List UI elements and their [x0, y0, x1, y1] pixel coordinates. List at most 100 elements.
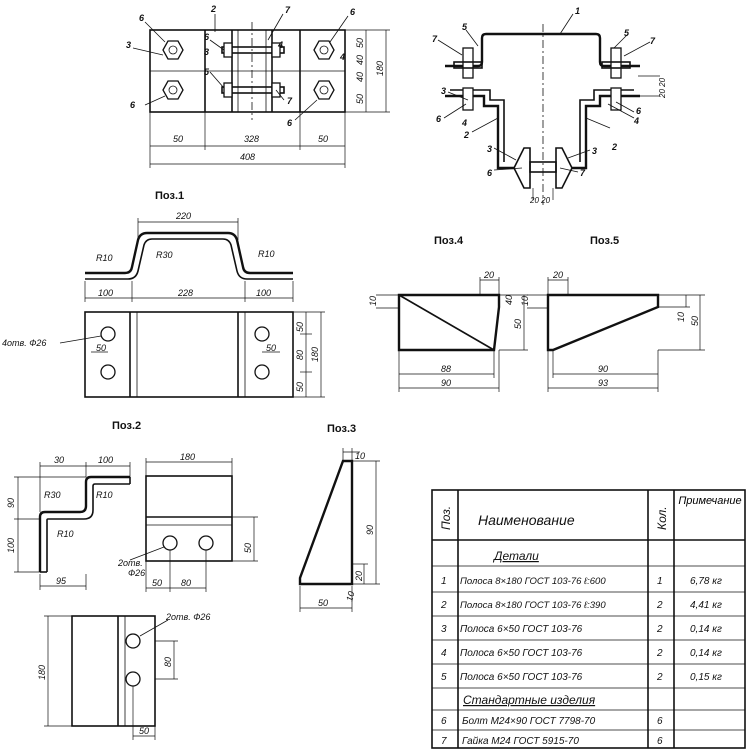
pos5-part: 20 10 10 50 90 93 — [520, 270, 705, 392]
pos1-dim-228: 228 — [177, 288, 193, 298]
dim-plan-r50a: 50 — [355, 38, 365, 48]
spec-section-details: Детали — [492, 549, 539, 563]
spec-header-name: Наименование — [478, 512, 575, 528]
callout-section-3b: 3 — [487, 144, 492, 154]
spec-header-qty: Кол. — [655, 506, 669, 530]
callout-plan-7b: 7 — [287, 96, 293, 106]
pos5-dim-90: 90 — [598, 364, 608, 374]
callout-plan-7: 7 — [285, 5, 291, 15]
callout-section-3a: 3 — [441, 86, 446, 96]
spec-row-qty: 6 — [657, 736, 663, 747]
pos2-dim-v100: 100 — [6, 538, 16, 553]
callout-section-5b: 5 — [624, 28, 630, 38]
callout-plan-6a: 6 — [139, 13, 145, 23]
pos2-dim-v50: 50 — [243, 543, 253, 553]
callout-section-7c: 7 — [580, 168, 586, 178]
spec-row-qty: 2 — [656, 672, 663, 683]
pos4-part: 20 10 40 50 88 90 — [368, 270, 528, 392]
spec-row-name: Полоса 6×50 ГОСТ 103-76 — [460, 648, 583, 659]
spec-row-qty: 1 — [657, 576, 663, 587]
pos5-dim-10: 10 — [520, 296, 530, 306]
caption-pos3: Поз.3 — [327, 423, 356, 435]
caption-pos4: Поз.4 — [434, 235, 464, 247]
pos3-dim-10: 10 — [355, 451, 365, 461]
spec-row-name: Гайка М24 ГОСТ 5915-70 — [462, 736, 579, 747]
spec-row-qty: 6 — [657, 716, 663, 727]
bolt-head-hex-icon — [162, 40, 184, 60]
pos4-dim-40: 40 — [504, 295, 514, 305]
pos5-dim-v10: 10 — [676, 312, 686, 322]
dim-plan-r50b: 50 — [355, 94, 365, 104]
spec-header-pos: Поз. — [439, 506, 453, 530]
pos3-dim-10b: 10 — [344, 590, 356, 602]
callout-section-6c: 6 — [487, 168, 493, 178]
pos2-dim-180: 180 — [180, 452, 195, 462]
spec-row-pos: 3 — [441, 624, 447, 635]
pos1-dim-v50a: 50 — [295, 322, 305, 332]
pos4-dim-88: 88 — [441, 364, 451, 374]
callout-section-1: 1 — [575, 6, 580, 16]
spec-row: 3 Полоса 6×50 ГОСТ 103-76 2 0,14 кг — [441, 624, 722, 635]
callout-plan-2: 2 — [210, 4, 216, 14]
spec-row-note: 6,78 кг — [690, 576, 722, 587]
bolt-head-hex-icon — [313, 80, 335, 100]
pos2-dim-80: 80 — [181, 578, 191, 588]
pos1-dim-100a: 100 — [98, 288, 113, 298]
pos1-part: 220 R30 R10 R10 100 228 100 4отв. Ф26 50… — [2, 211, 325, 398]
spec-row-pos: 1 — [441, 576, 447, 587]
spec-row: 5 Полоса 6×50 ГОСТ 103-76 2 0,15 кг — [441, 672, 722, 683]
callout-section-6b: 6 — [636, 106, 642, 116]
spec-row-pos: 2 — [440, 600, 447, 611]
pos1-dim-r10b: R10 — [258, 249, 275, 259]
pos1-dim-100b: 100 — [256, 288, 271, 298]
dim-plan-50-left: 50 — [173, 134, 183, 144]
pos2-dim-r10b: R10 — [57, 529, 74, 539]
callout-section-3c: 3 — [592, 146, 597, 156]
spec-row: 6 Болт М24×90 ГОСТ 7798-70 6 — [441, 716, 663, 727]
pos2-dim-90: 90 — [6, 498, 16, 508]
pos2-dim-100: 100 — [98, 455, 113, 465]
callout-plan-6d: 6 — [130, 100, 136, 110]
pos2-dim-30: 30 — [54, 455, 64, 465]
spec-row-qty: 2 — [656, 600, 663, 611]
pos1-dim-v180: 180 — [310, 347, 320, 362]
pos1-holes-label: 4отв. Ф26 — [2, 338, 46, 348]
spec-row-note: 4,41 кг — [690, 600, 722, 611]
spec-row-pos: 5 — [441, 672, 447, 683]
assembly-section-view: 20 20 20 20 1 5 7 5 7 3 2 6 4 4 6 2 3 6 … — [432, 6, 667, 205]
spec-row-name: Полоса 6×50 ГОСТ 103-76 — [460, 624, 583, 635]
callout-section-7a: 7 — [432, 34, 438, 44]
pos2-lower-dim-50: 50 — [139, 726, 149, 736]
callout-plan-3b: 3 — [204, 47, 209, 57]
spec-row-qty: 2 — [656, 648, 663, 659]
callout-plan-6e: 6 — [287, 118, 293, 128]
pos1-dim-v50b: 50 — [295, 382, 305, 392]
pos5-dim-20: 20 — [552, 270, 563, 280]
dim-section-2020-right: 20 20 — [658, 77, 667, 99]
spec-row-note: 0,14 кг — [690, 624, 722, 635]
pos1-dim-50-right: 50 — [266, 343, 276, 353]
spec-row: 1 Полоса 8×180 ГОСТ 103-76 ℓ:600 1 6,78 … — [441, 576, 722, 587]
pos4-dim-10: 10 — [368, 296, 378, 306]
callout-plan-6b: 6 — [350, 7, 356, 17]
pos2-dim-r10: R10 — [96, 490, 113, 500]
dim-plan-180: 180 — [375, 61, 385, 76]
spec-row: 4 Полоса 6×50 ГОСТ 103-76 2 0,14 кг — [441, 648, 722, 659]
pos3-part: 10 90 20 50 10 — [298, 448, 380, 612]
spec-table: Поз. Наименование Кол. Примечание Детали… — [431, 489, 746, 749]
spec-section-standard: Стандартные изделия — [463, 693, 596, 707]
pos2-holes-label: 2отв. — [117, 558, 143, 568]
pos5-dim-93: 93 — [598, 378, 608, 388]
callout-section-2b: 2 — [611, 142, 617, 152]
spec-row-name: Болт М24×90 ГОСТ 7798-70 — [462, 716, 596, 727]
spec-row-pos: 6 — [441, 716, 447, 727]
dim-plan-r40a: 40 — [355, 55, 365, 65]
spec-row-note: 0,15 кг — [690, 672, 722, 683]
pos2-lower-dim-80: 80 — [163, 657, 173, 667]
pos4-dim-90: 90 — [441, 378, 451, 388]
callout-section-5a: 5 — [462, 22, 468, 32]
pos2-dim-95: 95 — [56, 576, 67, 586]
pos3-dim-50: 50 — [318, 598, 328, 608]
callout-section-2a: 2 — [463, 130, 469, 140]
